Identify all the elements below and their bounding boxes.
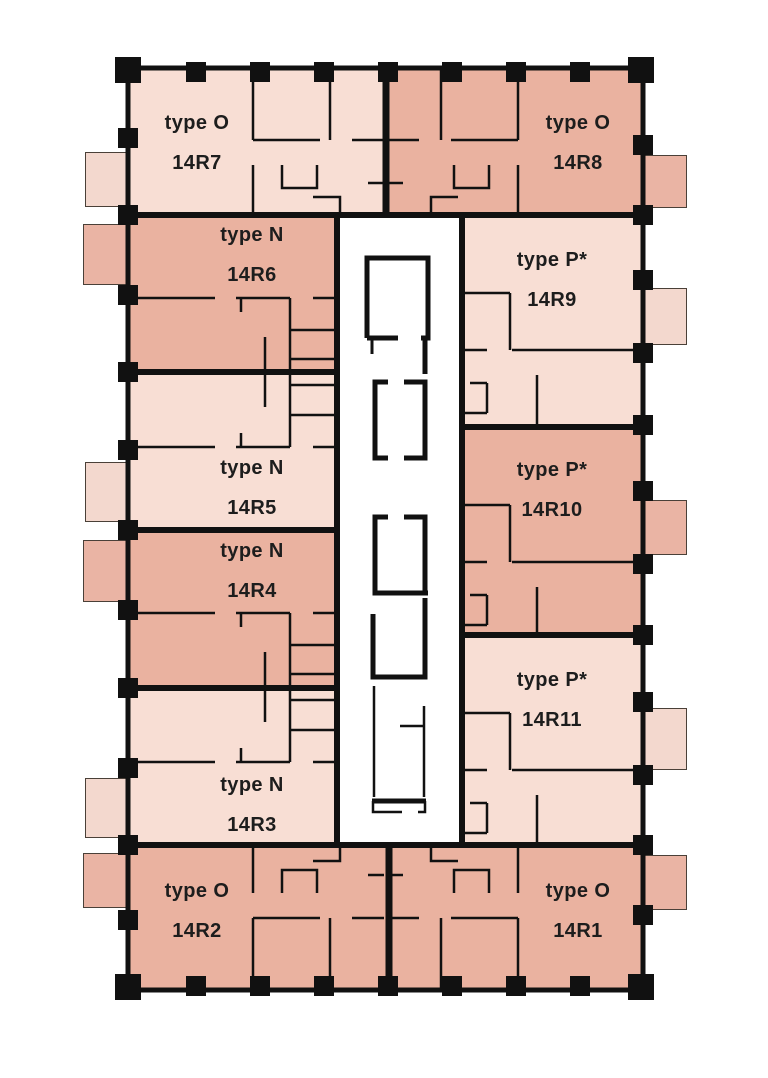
unit-type-label: type O: [545, 112, 611, 134]
balcony-left-4: [83, 540, 128, 602]
unit-id-label: 14R5: [227, 497, 277, 519]
unit-14R1-label: type O 14R1: [508, 880, 648, 943]
unit-type-label: type O: [164, 112, 230, 134]
balcony-left-5: [85, 778, 128, 838]
core-shafts: [364, 255, 431, 804]
unit-type-label: type N: [220, 457, 284, 479]
unit-id-label: 14R6: [227, 264, 277, 286]
unit-type-label: type N: [220, 774, 284, 796]
unit-14R8-label: type O 14R8: [508, 112, 648, 175]
unit-14R8: type O 14R8: [386, 68, 643, 215]
unit-id-label: 14R1: [553, 920, 603, 942]
balcony-right-1: [643, 155, 687, 208]
unit-id-label: 14R8: [553, 152, 603, 174]
unit-id-label: 14R9: [527, 289, 577, 311]
unit-id-label: 14R10: [521, 499, 583, 521]
unit-14R1: type O 14R1: [386, 845, 643, 990]
unit-14R3: type N 14R3: [128, 688, 337, 845]
unit-14R3-label: type N 14R3: [182, 774, 322, 837]
unit-id-label: 14R3: [227, 814, 277, 836]
core-side-walls: [334, 215, 465, 845]
unit-type-label: type N: [220, 224, 284, 246]
unit-14R4: type N 14R4: [128, 530, 337, 688]
balcony-left-2: [83, 224, 128, 285]
unit-id-label: 14R7: [172, 152, 222, 174]
unit-14R10-label: type P* 14R10: [482, 459, 622, 522]
unit-14R4-label: type N 14R4: [182, 540, 322, 603]
balcony-left-6: [83, 853, 128, 908]
unit-type-label: type N: [220, 540, 284, 562]
unit-14R6-label: type N 14R6: [182, 224, 322, 287]
balcony-left-1: [85, 152, 128, 207]
unit-type-label: type P*: [516, 249, 588, 271]
unit-14R9: type P* 14R9: [462, 215, 643, 427]
core-stairs: [371, 686, 427, 814]
unit-type-label: type P*: [516, 459, 588, 481]
unit-id-label: 14R11: [522, 709, 582, 731]
unit-type-label: type O: [164, 880, 230, 902]
unit-14R7-label: type O 14R7: [127, 112, 267, 175]
balcony-right-3: [643, 500, 687, 555]
unit-id-label: 14R4: [227, 580, 277, 602]
unit-type-label: type O: [545, 880, 611, 902]
unit-id-label: 14R2: [172, 920, 222, 942]
balcony-right-2: [643, 288, 687, 345]
unit-14R6: type N 14R6: [128, 215, 337, 372]
unit-14R5-label: type N 14R5: [182, 457, 322, 520]
unit-14R10: type P* 14R10: [462, 427, 643, 635]
balcony-right-5: [643, 855, 687, 910]
unit-14R9-label: type P* 14R9: [482, 249, 622, 312]
unit-14R2-label: type O 14R2: [127, 880, 267, 943]
unit-14R11-label: type P* 14R11: [482, 669, 622, 732]
unit-14R7: type O 14R7: [128, 68, 386, 215]
unit-14R2: type O 14R2: [128, 845, 386, 990]
unit-14R11: type P* 14R11: [462, 635, 643, 845]
unit-type-label: type P*: [516, 669, 588, 691]
unit-14R5: type N 14R5: [128, 372, 337, 530]
balcony-right-4: [643, 708, 687, 770]
balcony-left-3: [85, 462, 128, 522]
